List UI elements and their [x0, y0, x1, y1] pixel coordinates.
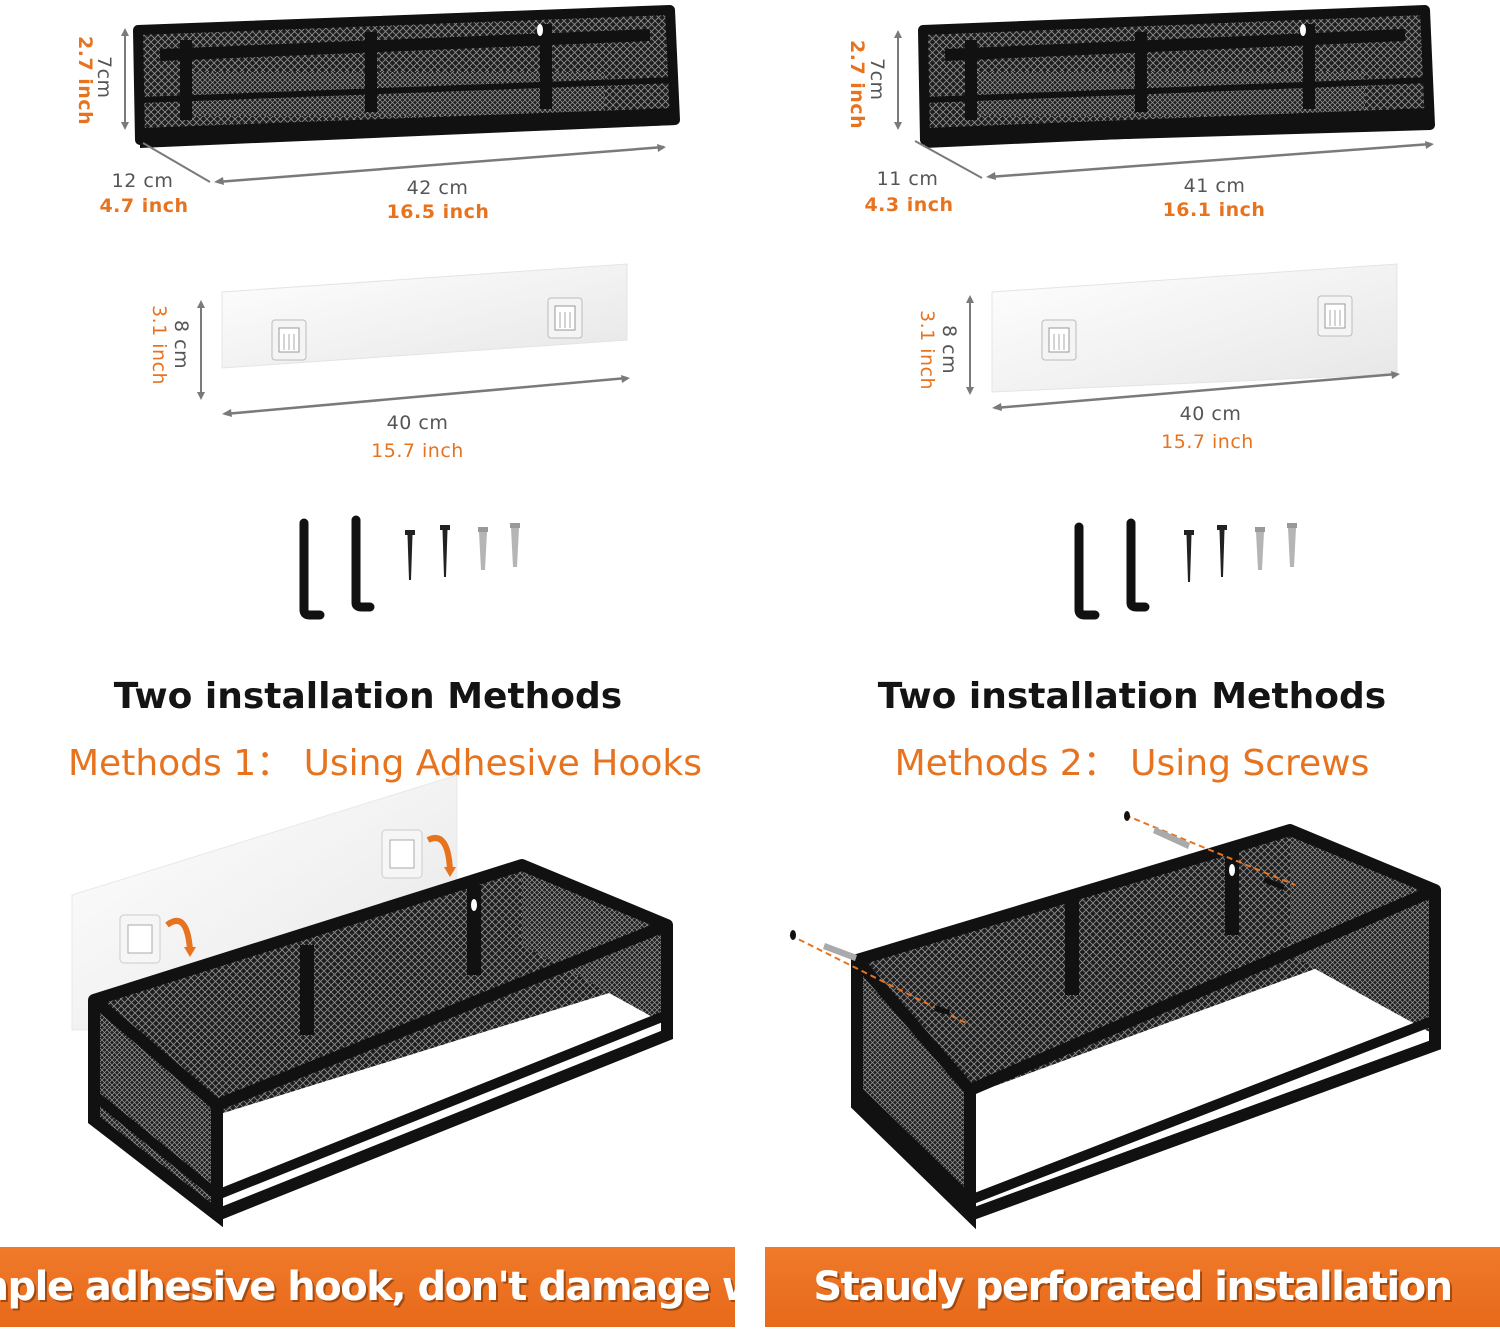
shelf-left-depth-in: 4.7 inch [99, 195, 189, 217]
left-method-title: Methods 1： Using Adhesive Hooks [68, 743, 702, 784]
adhesive-plate-left-image [221, 263, 628, 369]
installation-screws-image [789, 811, 1441, 1230]
shelf-left-length-cm: 42 cm [406, 177, 469, 199]
shelf-left-height-cm: 7cm [93, 56, 115, 99]
right-banner-text: Staudy perforated installation [813, 1264, 1453, 1310]
left-banner: Simple adhesive hook, don't damage wall [0, 1247, 735, 1327]
plate-right-length-cm: 40 cm [1179, 403, 1242, 425]
plate-right-height-cm: 8 cm [938, 325, 960, 375]
shelf-right-length-cm: 41 cm [1183, 175, 1246, 197]
left-section-heading: Two installation Methods [113, 676, 623, 717]
plate-right-height-in: 3.1 inch [916, 310, 938, 391]
hardware-left-image [299, 515, 520, 620]
left-banner-text: Simple adhesive hook, don't damage wall [0, 1264, 735, 1310]
shelf-left-height-in: 2.7 inch [74, 36, 96, 126]
plate-left-length-arrow [222, 375, 630, 417]
shelf-left-length-arrow [214, 144, 666, 185]
hardware-right-image [1074, 518, 1297, 620]
installation-adhesive-image [71, 774, 673, 1228]
shelf-right-length-arrow [986, 141, 1434, 180]
plate-right-length-arrow [992, 371, 1400, 411]
right-banner: Staudy perforated installation [765, 1247, 1500, 1327]
right-section-heading: Two installation Methods [877, 676, 1387, 717]
plate-left-length-cm: 40 cm [386, 412, 449, 434]
shelf-right-length-in: 16.1 inch [1162, 199, 1266, 221]
shelf-left-height-arrow [121, 28, 129, 130]
shelf-left-depth-cm: 12 cm [111, 170, 174, 192]
shelf-right-height-in: 2.7 inch [846, 40, 868, 130]
plate-right-length-in: 15.7 inch [1161, 431, 1254, 453]
adhesive-plate-right-image [991, 263, 1398, 393]
shelf-left-length-in: 16.5 inch [386, 201, 490, 223]
plate-left-height-in: 3.1 inch [148, 305, 170, 386]
plate-left-height-arrow [197, 300, 205, 400]
shelf-right-image [918, 5, 1435, 148]
shelf-right-depth-cm: 11 cm [876, 168, 939, 190]
shelf-left-depth-arrow [142, 142, 211, 183]
plate-left-length-in: 15.7 inch [371, 440, 464, 462]
shelf-right-height-arrow [894, 30, 902, 130]
shelf-right-depth-arrow [914, 140, 983, 179]
plate-right-height-arrow [966, 295, 974, 395]
shelf-left-image [133, 5, 680, 148]
shelf-right-depth-in: 4.3 inch [864, 194, 954, 216]
right-method-title: Methods 2： Using Screws [894, 743, 1370, 784]
plate-left-height-cm: 8 cm [170, 320, 192, 370]
shelf-right-height-cm: 7cm [866, 58, 888, 101]
